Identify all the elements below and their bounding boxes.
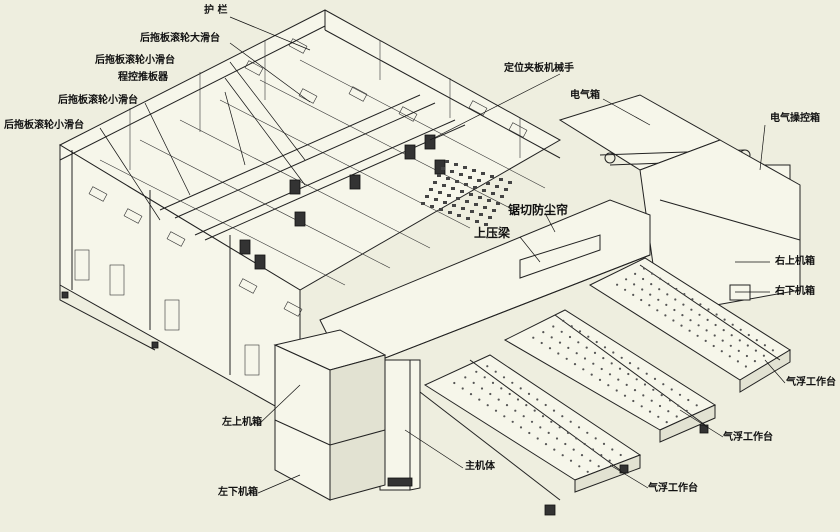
- leader-lines: [99, 16, 786, 494]
- label-left-lower-cabinet: 左下机箱: [218, 487, 258, 498]
- label-upper-press-beam: 上压梁: [474, 226, 511, 240]
- label-air-table-2: 气浮工作台: [723, 432, 773, 443]
- label-air-table-1: 气浮工作台: [786, 377, 836, 388]
- label-right-lower-cabinet: 右下机箱: [775, 286, 815, 297]
- label-electric-control-box: 电气操控箱: [770, 113, 820, 124]
- label-right-upper-cabinet: 右上机箱: [775, 256, 815, 267]
- guardrail-frame: [58, 9, 562, 421]
- label-positioning-clamp: 定位夹板机械手: [504, 63, 574, 74]
- left-cabinet: [273, 329, 387, 501]
- label-left-upper-cabinet: 左上机箱: [222, 417, 262, 428]
- label-rear-roller-large: 后拖板滚轮大滑台: [140, 33, 220, 44]
- label-rear-roller-small-1: 后拖板滚轮小滑台: [95, 55, 175, 66]
- label-guardrail: 护 栏: [204, 5, 228, 16]
- label-remote-pusher: 程控推板器: [118, 72, 168, 83]
- label-electric-box: 电气箱: [570, 90, 600, 101]
- air-tables: [419, 257, 791, 516]
- right-cabinet: [639, 139, 801, 316]
- label-air-table-3: 气浮工作台: [648, 483, 698, 494]
- label-main-body: 主机体: [465, 461, 495, 472]
- label-rear-roller-small-3: 后拖板滚轮小滑台: [4, 120, 84, 131]
- bed-rails: [99, 59, 546, 286]
- label-rear-roller-small-2: 后拖板滚轮小滑台: [58, 95, 138, 106]
- label-dust-curtain: 锯切防尘帘: [508, 203, 569, 217]
